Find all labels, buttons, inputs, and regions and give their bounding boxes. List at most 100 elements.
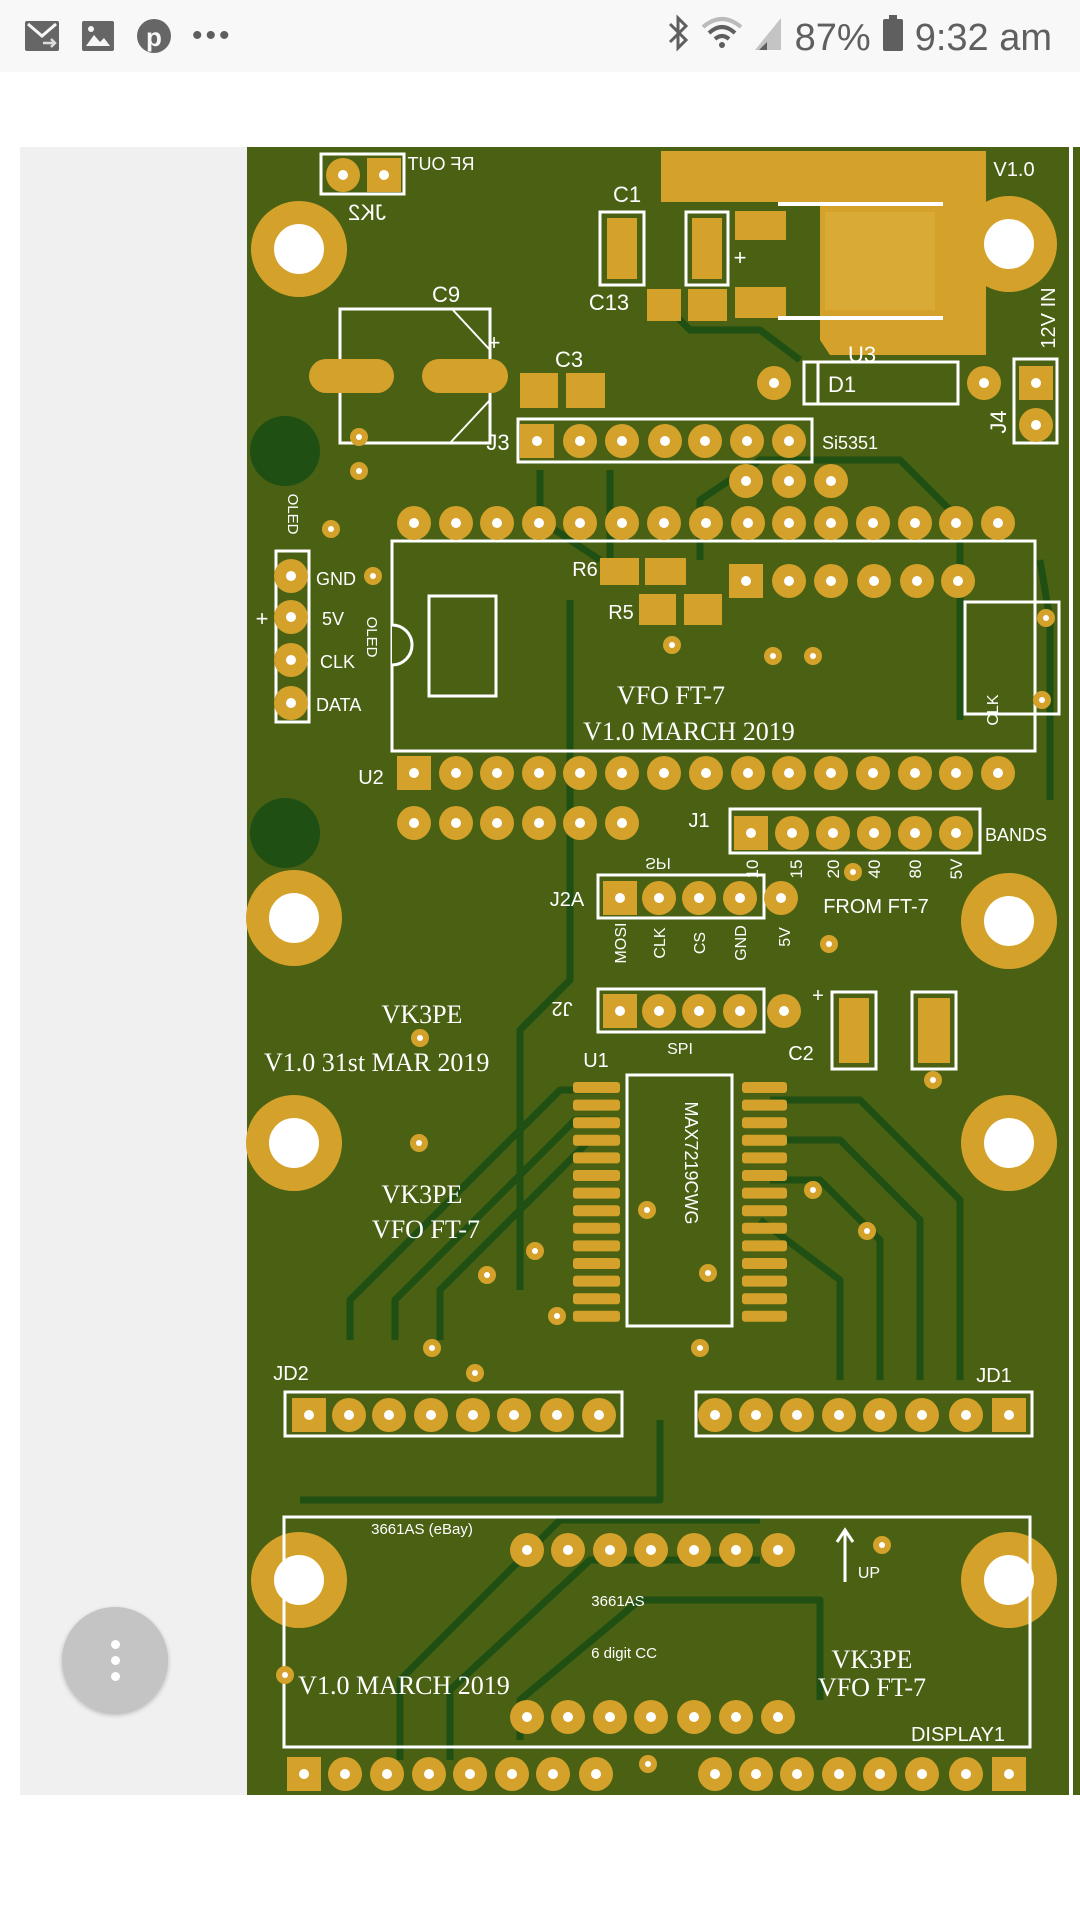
drill-hole — [953, 576, 963, 586]
drill-hole — [792, 1410, 802, 1420]
drill-hole — [701, 768, 711, 778]
band-15-label: 15 — [787, 860, 806, 879]
u1-pin — [742, 1082, 787, 1093]
spi-label-mirrored: SPI — [645, 854, 671, 871]
via-drill — [645, 1761, 651, 1767]
c3-pad — [520, 373, 558, 408]
drill-hole — [338, 170, 348, 180]
signal-icon — [754, 14, 783, 62]
u1-pin — [742, 1310, 787, 1322]
board-title: VFO FT-7 — [372, 1215, 480, 1244]
r5-pad — [684, 594, 722, 625]
clk-label: CLK — [985, 694, 1002, 725]
c9-pad — [309, 359, 394, 393]
c13-pad — [688, 289, 727, 321]
u1-pin — [573, 1170, 620, 1181]
u1-pin — [742, 1187, 787, 1199]
drill-hole — [917, 1410, 927, 1420]
r5-label: R5 — [608, 602, 634, 624]
drill-hole — [779, 1006, 789, 1016]
d1-label: D1 — [828, 372, 856, 397]
drill-hole — [694, 1006, 704, 1016]
via-drill — [356, 434, 362, 440]
d1-outline — [802, 360, 960, 406]
drill-hole — [615, 893, 625, 903]
drill-hole — [344, 1410, 354, 1420]
max7219-label: MAX7219CWG — [681, 1101, 701, 1224]
drill-hole — [382, 1769, 392, 1779]
drill-hole — [951, 768, 961, 778]
drill-hole — [700, 436, 710, 446]
drill-hole — [834, 1769, 844, 1779]
drill-hole — [743, 768, 753, 778]
drill-hole — [1004, 1410, 1014, 1420]
j2a-label: J2A — [550, 889, 585, 911]
drill-hole — [910, 768, 920, 778]
mounting-hole-drill — [984, 219, 1034, 269]
drill-hole — [868, 768, 878, 778]
drill-hole — [792, 1769, 802, 1779]
drill-hole — [575, 436, 585, 446]
drill-hole — [594, 1410, 604, 1420]
via-drill — [532, 1248, 538, 1254]
drill-hole — [426, 1410, 436, 1420]
via-drill — [850, 869, 856, 875]
drill-hole — [910, 828, 920, 838]
via-drill — [697, 1345, 703, 1351]
up-label: UP — [858, 1565, 880, 1582]
u1-pin — [742, 1258, 787, 1269]
jd2-label: JD2 — [273, 1363, 309, 1385]
u1-pin — [573, 1275, 620, 1287]
5v-label: 5V — [777, 927, 794, 947]
drill-hole — [875, 1769, 885, 1779]
more-options-button[interactable] — [62, 1607, 168, 1713]
drill-hole — [742, 436, 752, 446]
status-bar: p ••• 87% 9:32 am — [0, 0, 1080, 72]
via-drill — [282, 1672, 288, 1678]
u1-pin — [573, 1293, 620, 1305]
dot-icon — [110, 1639, 120, 1649]
wifi-icon — [701, 15, 743, 61]
mounting-hole-drill — [274, 1555, 324, 1605]
drill-hole — [660, 436, 670, 446]
drill-hole — [548, 1769, 558, 1779]
drill-hole — [993, 518, 1003, 528]
mounting-hole-drill — [984, 1555, 1034, 1605]
drill-hole — [379, 170, 389, 180]
drill-hole — [534, 818, 544, 828]
j1-label: J1 — [688, 810, 709, 832]
drill-hole — [828, 828, 838, 838]
drill-hole — [409, 818, 419, 828]
drill-hole — [826, 768, 836, 778]
u1-pin — [573, 1222, 620, 1234]
drill-hole — [492, 768, 502, 778]
c1-label: C1 — [613, 182, 641, 207]
drill-hole — [451, 818, 461, 828]
more-dots-icon: ••• — [192, 19, 233, 52]
via-drill — [328, 526, 334, 532]
c9-pad — [422, 359, 508, 393]
drill-hole — [1004, 1769, 1014, 1779]
gnd-label: GND — [733, 925, 750, 961]
c2-outline — [830, 990, 878, 1071]
drill-hole — [746, 828, 756, 838]
u1-pin — [742, 1293, 787, 1305]
clk-label: CLK — [652, 927, 669, 958]
via-drill — [864, 1228, 870, 1234]
drill-hole — [492, 518, 502, 528]
smd-pad — [735, 287, 786, 318]
r6-pad — [645, 558, 686, 585]
c1-outline — [598, 210, 646, 287]
battery-icon — [882, 15, 903, 61]
drill-hole — [741, 576, 751, 586]
j4-connector — [1012, 357, 1059, 445]
j2-label: J2 — [551, 997, 572, 1019]
drill-hole — [424, 1769, 434, 1779]
drill-hole — [340, 1769, 350, 1779]
drill-hole — [563, 1545, 573, 1555]
drill-hole — [299, 1769, 309, 1779]
board-version: V1.0 MARCH 2019 — [583, 717, 795, 746]
r5-pad — [639, 594, 676, 625]
c1-pad — [692, 218, 722, 279]
